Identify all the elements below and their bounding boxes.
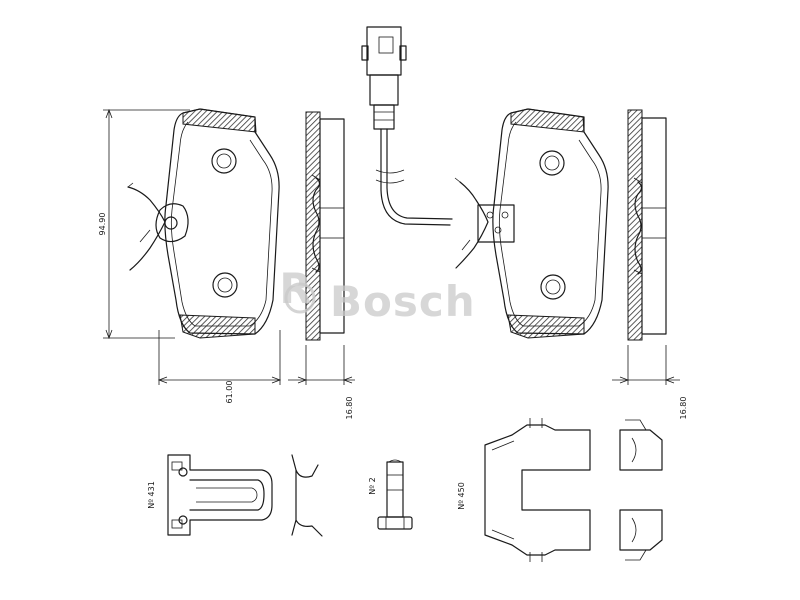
width-dimension-label: 61.00 — [225, 381, 234, 404]
height-dimension-label: 94.90 — [98, 213, 107, 236]
guide-bolt-part: Nº 2 — [368, 459, 413, 530]
thickness-dimension-left: 16.80 — [288, 345, 355, 419]
left-pad-front-view — [127, 108, 280, 339]
bosch-watermark: R Bosch — [279, 264, 476, 326]
wear-sensor — [361, 26, 515, 243]
right-pad-front-view — [454, 108, 609, 339]
thickness-dimension-left-label: 16.80 — [345, 397, 354, 420]
width-dimension: 61.00 — [157, 330, 282, 404]
bolt-label: Nº 2 — [368, 477, 377, 494]
retainer-label: Nº 450 — [457, 482, 466, 510]
thickness-dimension-right: 16.80 — [612, 345, 688, 419]
spring-clip-label: Nº 431 — [147, 481, 156, 509]
svg-text:R: R — [279, 264, 312, 313]
height-dimension: 94.90 — [98, 108, 190, 340]
spring-clip-part: Nº 431 — [147, 454, 273, 536]
wire-spring-part — [291, 454, 323, 537]
bosch-watermark-text: Bosch — [330, 277, 476, 326]
thickness-dimension-right-label: 16.80 — [679, 397, 688, 420]
left-pad-side-view — [305, 111, 345, 341]
retainer-part: Nº 450 — [457, 418, 663, 562]
registered-mark-icon — [284, 282, 316, 314]
right-pad-side-view — [627, 109, 667, 341]
